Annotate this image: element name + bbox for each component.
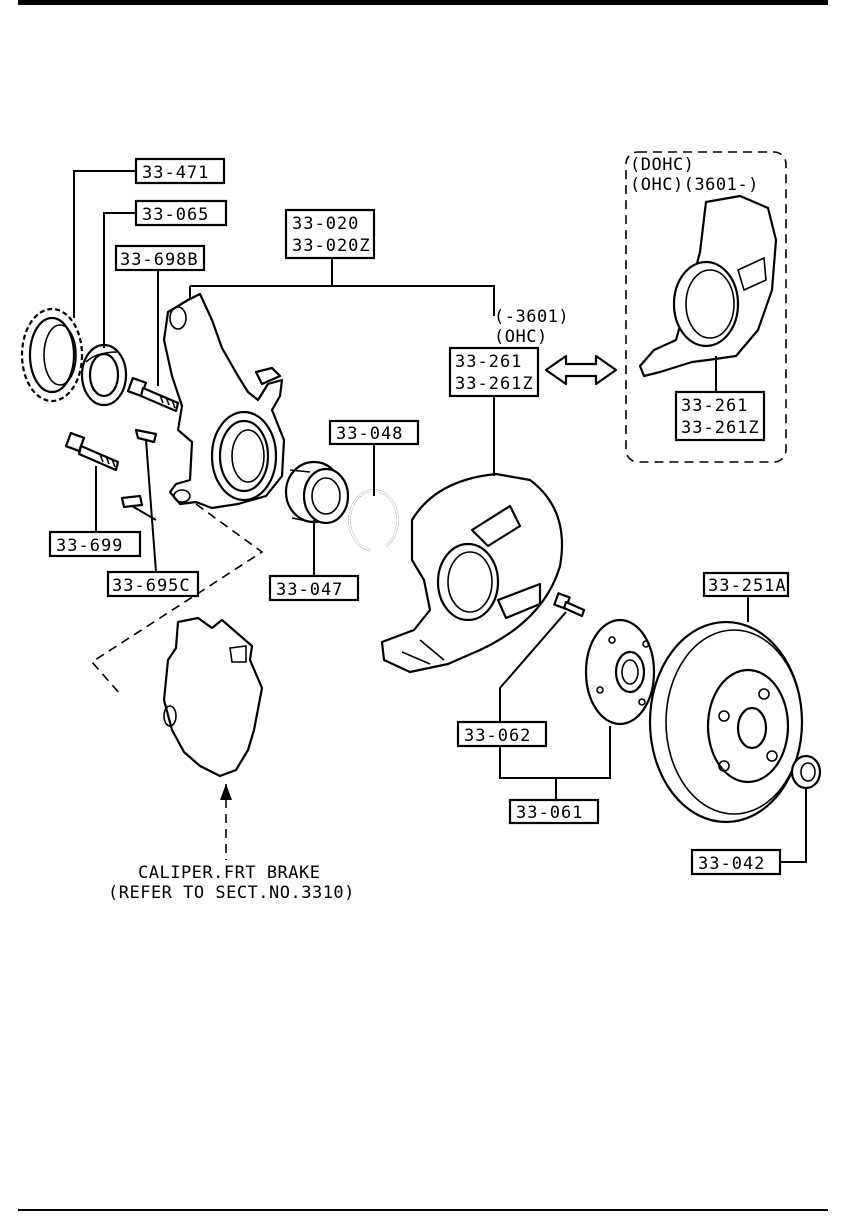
svg-text:33-065: 33-065 [142,205,209,225]
label-33-695c[interactable]: 33-695C [106,570,200,598]
caliper-part [162,616,264,778]
clip-lower-part [120,494,144,509]
caliper-dashed-outline [90,503,264,695]
label-33-261-alt[interactable]: 33-261 33-261Z [674,390,766,442]
svg-text:33-047: 33-047 [276,580,343,600]
wheel-hub-part [584,618,656,726]
svg-text:33-020: 33-020 [292,214,359,234]
double-arrow-icon [544,354,618,386]
label-33-047[interactable]: 33-047 [268,574,360,602]
leader-33-061 [499,726,611,800]
svg-text:33-261Z: 33-261Z [681,418,760,438]
svg-text:33-695C: 33-695C [112,576,191,596]
label-33-062[interactable]: 33-062 [456,720,548,748]
dust-shield-part [380,472,564,674]
svg-text:33-698B: 33-698B [120,250,199,270]
leader-33-471 [73,170,136,318]
caliper-note-line1: CALIPER.FRT BRAKE [138,863,321,883]
svg-text:33-471: 33-471 [142,163,209,183]
svg-text:33-251A: 33-251A [708,576,787,596]
svg-text:33-699: 33-699 [56,536,123,556]
leader-33-020 [189,285,495,316]
steering-knuckle-part [162,292,286,510]
leader-33-042 [780,788,807,863]
svg-text:33-061: 33-061 [516,803,583,823]
svg-text:33-062: 33-062 [464,726,531,746]
svg-text:33-261Z: 33-261Z [455,374,534,394]
caliper-arrow-icon [220,784,232,800]
leader-33-695c [131,439,157,573]
label-33-471[interactable]: 33-471 [134,157,226,185]
svg-text:33-048: 33-048 [336,424,403,444]
svg-text:33-261: 33-261 [681,396,748,416]
dohc-note: (DOHC) [630,155,694,175]
label-33-020[interactable]: 33-020 33-020Z [284,208,376,260]
label-33-048[interactable]: 33-048 [328,419,420,446]
oil-seal-part [80,343,128,407]
label-33-042[interactable]: 33-042 [690,848,782,876]
top-rule [18,0,828,5]
hub-nut-part [790,754,822,790]
label-33-061[interactable]: 33-061 [508,798,600,825]
caliper-bolt-part [64,431,120,472]
leader-33-062 [499,611,567,722]
knuckle-bolt-part [126,376,180,413]
svg-text:33-261: 33-261 [455,352,522,372]
alt-dust-shield-part [638,194,778,378]
label-33-251a[interactable]: 33-251A [702,571,790,598]
label-33-699[interactable]: 33-699 [48,530,142,558]
ohc-note: (OHC) [494,327,548,347]
sensor-ring-part [20,307,84,403]
hub-bolt-part [553,592,586,618]
leader-33-065 [103,212,136,348]
ohc-serial-note: (OHC)(3601-) [630,175,759,195]
clip-upper-part [134,428,158,444]
label-33-065[interactable]: 33-065 [134,199,228,227]
svg-text:33-020Z: 33-020Z [292,236,371,256]
wheel-bearing-part [284,460,350,525]
label-33-261[interactable]: 33-261 33-261Z [448,346,540,398]
variant-group-box [625,151,787,463]
snap-ring-part [348,489,399,552]
brake-disc-part [648,620,804,824]
label-33-698b[interactable]: 33-698B [114,244,206,272]
serial-range-note: (-3601) [494,307,569,327]
caliper-note-line2: (REFER TO SECT.NO.3310) [108,883,355,903]
svg-text:33-042: 33-042 [698,854,765,874]
